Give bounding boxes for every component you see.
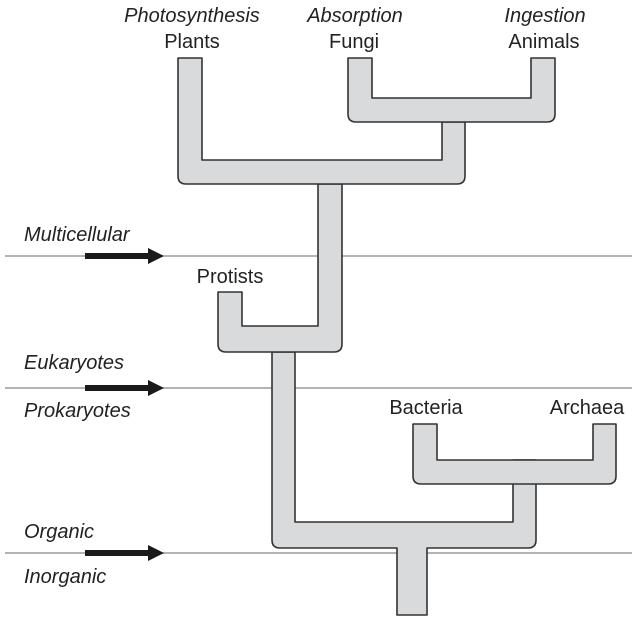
multicellular-arrow bbox=[85, 248, 164, 264]
prokaryote-branch bbox=[412, 423, 617, 485]
fungi-label: Fungi bbox=[329, 31, 379, 53]
phylogenetic-tree bbox=[177, 57, 617, 616]
prokaryotes-label: Prokaryotes bbox=[24, 400, 131, 422]
archaea-label: Archaea bbox=[550, 397, 625, 419]
organic-label: Organic bbox=[24, 521, 94, 543]
photosynthesis-label: Photosynthesis bbox=[124, 5, 260, 27]
inorganic-label: Inorganic bbox=[24, 566, 106, 588]
plants-label: Plants bbox=[164, 31, 220, 53]
eukaryotes-label: Eukaryotes bbox=[24, 352, 124, 374]
bacteria-label: Bacteria bbox=[389, 397, 463, 419]
protists-label: Protists bbox=[197, 266, 264, 288]
fungi-animals-branch bbox=[347, 57, 556, 123]
absorption-label: Absorption bbox=[306, 5, 403, 27]
eukaryote-arrow bbox=[85, 380, 164, 396]
ingestion-label: Ingestion bbox=[504, 5, 585, 27]
root-branch bbox=[271, 351, 537, 616]
organic-arrow bbox=[85, 545, 164, 561]
animals-label: Animals bbox=[508, 31, 579, 53]
multicellular-label: Multicellular bbox=[24, 224, 131, 246]
